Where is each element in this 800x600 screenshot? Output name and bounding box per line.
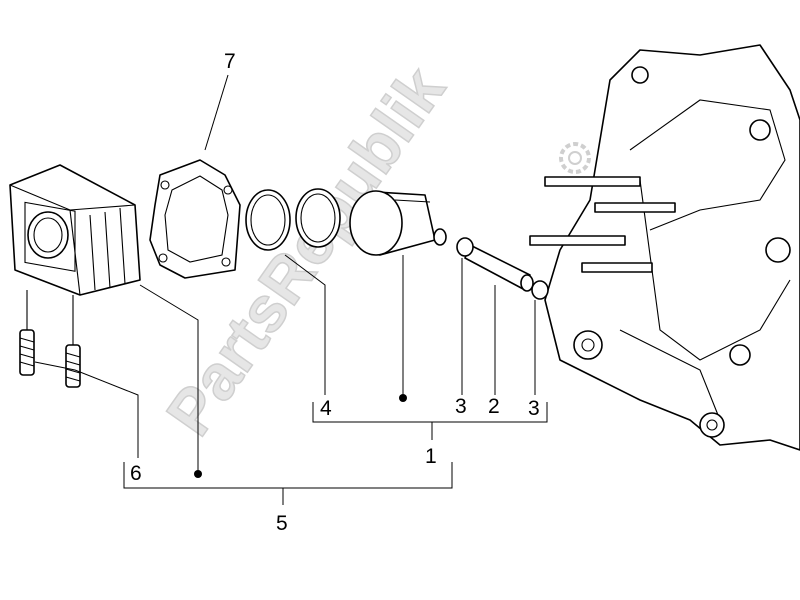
crankcase-studs bbox=[529, 176, 676, 273]
piston-pin-and-clips bbox=[433, 228, 549, 300]
label-clip-right: 3 bbox=[528, 397, 540, 420]
label-clip-left: 3 bbox=[455, 395, 467, 418]
piston bbox=[349, 190, 436, 256]
label-pin: 2 bbox=[488, 395, 500, 418]
cylinder bbox=[9, 164, 141, 296]
gear-logo-icon bbox=[559, 142, 591, 174]
label-piston-group: 1 bbox=[425, 445, 437, 468]
label-gasket: 7 bbox=[224, 50, 236, 73]
leader-lines bbox=[34, 74, 548, 505]
callout-dot bbox=[194, 470, 202, 478]
head-gasket bbox=[149, 159, 241, 279]
cylinder-studs bbox=[19, 290, 81, 388]
crankcase bbox=[544, 44, 800, 451]
label-cylinder-group: 5 bbox=[276, 512, 288, 535]
label-stud: 6 bbox=[130, 462, 142, 485]
label-ring: 4 bbox=[320, 397, 332, 420]
callout-dot bbox=[399, 394, 407, 402]
piston-rings bbox=[245, 188, 341, 251]
